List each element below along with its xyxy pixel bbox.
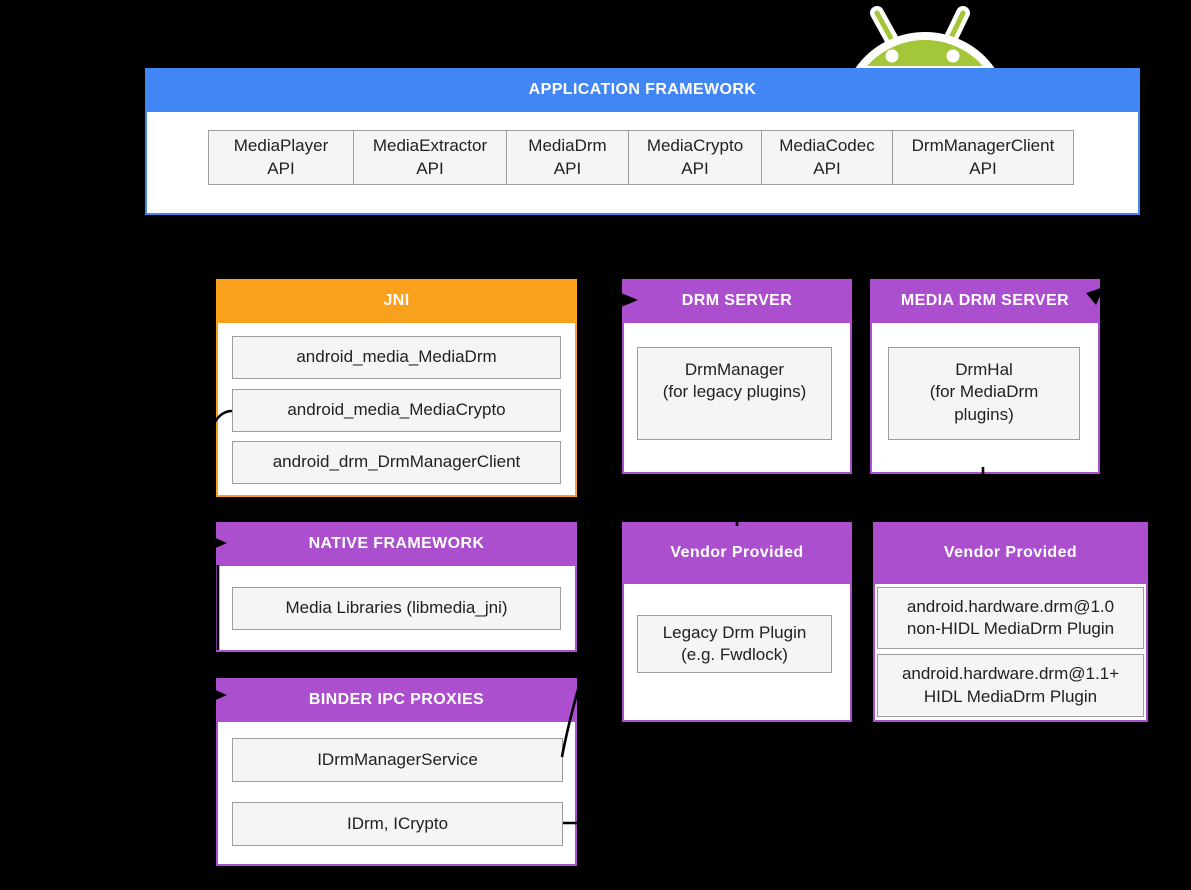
binder-ipc-proxies-panel: BINDER IPC PROXIES IDrmManagerService ID… [216,678,577,866]
vendor-provided-legacy-title: Vendor Provided [670,544,804,561]
drm-server-panel: DRM SERVER DrmManager (for legacy plugin… [622,279,852,474]
binder-ipc-proxies-title: BINDER IPC PROXIES [308,691,485,708]
idrmmanagerservice-box: IDrmManagerService [232,738,563,782]
jni-item-mediadrm: android_media_MediaDrm [232,336,561,379]
drm-server-header: DRM SERVER [622,279,852,323]
media-drm-server-header: MEDIA DRM SERVER [870,279,1100,323]
jni-title: JNI [383,292,410,309]
api-box-mediaplayer: MediaPlayer API [208,130,354,185]
hidl-plugin-box: android.hardware.drm@1.1+ HIDL MediaDrm … [877,654,1144,717]
application-framework-title: APPLICATION FRAMEWORK [528,81,757,98]
native-framework-title: NATIVE FRAMEWORK [308,535,485,552]
legacy-drm-plugin-box: Legacy Drm Plugin (e.g. Fwdlock) [637,615,832,673]
api-box-mediacrypto: MediaCrypto API [628,130,762,185]
drm-hal-box: DrmHal (for MediaDrm plugins) [888,347,1080,440]
vendor-provided-hidl-header: Vendor Provided [873,522,1148,584]
vendor-provided-hidl-panel: Vendor Provided android.hardware.drm@1.0… [873,522,1148,722]
idrm-icrypto-box: IDrm, ICrypto [232,802,563,846]
native-framework-panel: NATIVE FRAMEWORK Media Libraries (libmed… [216,522,577,652]
drm-manager-box: DrmManager (for legacy plugins) [637,347,832,440]
jni-item-mediacrypto: android_media_MediaCrypto [232,389,561,432]
api-box-mediaextractor: MediaExtractor API [353,130,507,185]
vendor-provided-hidl-title: Vendor Provided [943,544,1078,561]
native-framework-header: NATIVE FRAMEWORK [216,522,577,566]
jni-header: JNI [216,279,577,323]
api-box-drmmanagerclient: DrmManagerClient API [892,130,1074,185]
binder-ipc-proxies-header: BINDER IPC PROXIES [216,678,577,722]
application-framework-header: APPLICATION FRAMEWORK [145,68,1140,112]
drm-server-title: DRM SERVER [681,292,793,309]
media-drm-server-title: MEDIA DRM SERVER [900,292,1070,309]
vendor-provided-legacy-panel: Vendor Provided Legacy Drm Plugin (e.g. … [622,522,852,722]
non-hidl-plugin-box: android.hardware.drm@1.0 non-HIDL MediaD… [877,587,1144,649]
media-drm-server-panel: MEDIA DRM SERVER DrmHal (for MediaDrm pl… [870,279,1100,474]
api-box-mediacodec: MediaCodec API [761,130,893,185]
jni-panel: JNI android_media_MediaDrm android_media… [216,279,577,497]
vendor-provided-legacy-header: Vendor Provided [622,522,852,584]
media-libraries-box: Media Libraries (libmedia_jni) [232,587,561,630]
application-framework-panel: APPLICATION FRAMEWORK MediaPlayer API Me… [145,68,1140,215]
jni-item-drmmanagerclient: android_drm_DrmManagerClient [232,441,561,484]
api-box-mediadrm: MediaDrm API [506,130,629,185]
